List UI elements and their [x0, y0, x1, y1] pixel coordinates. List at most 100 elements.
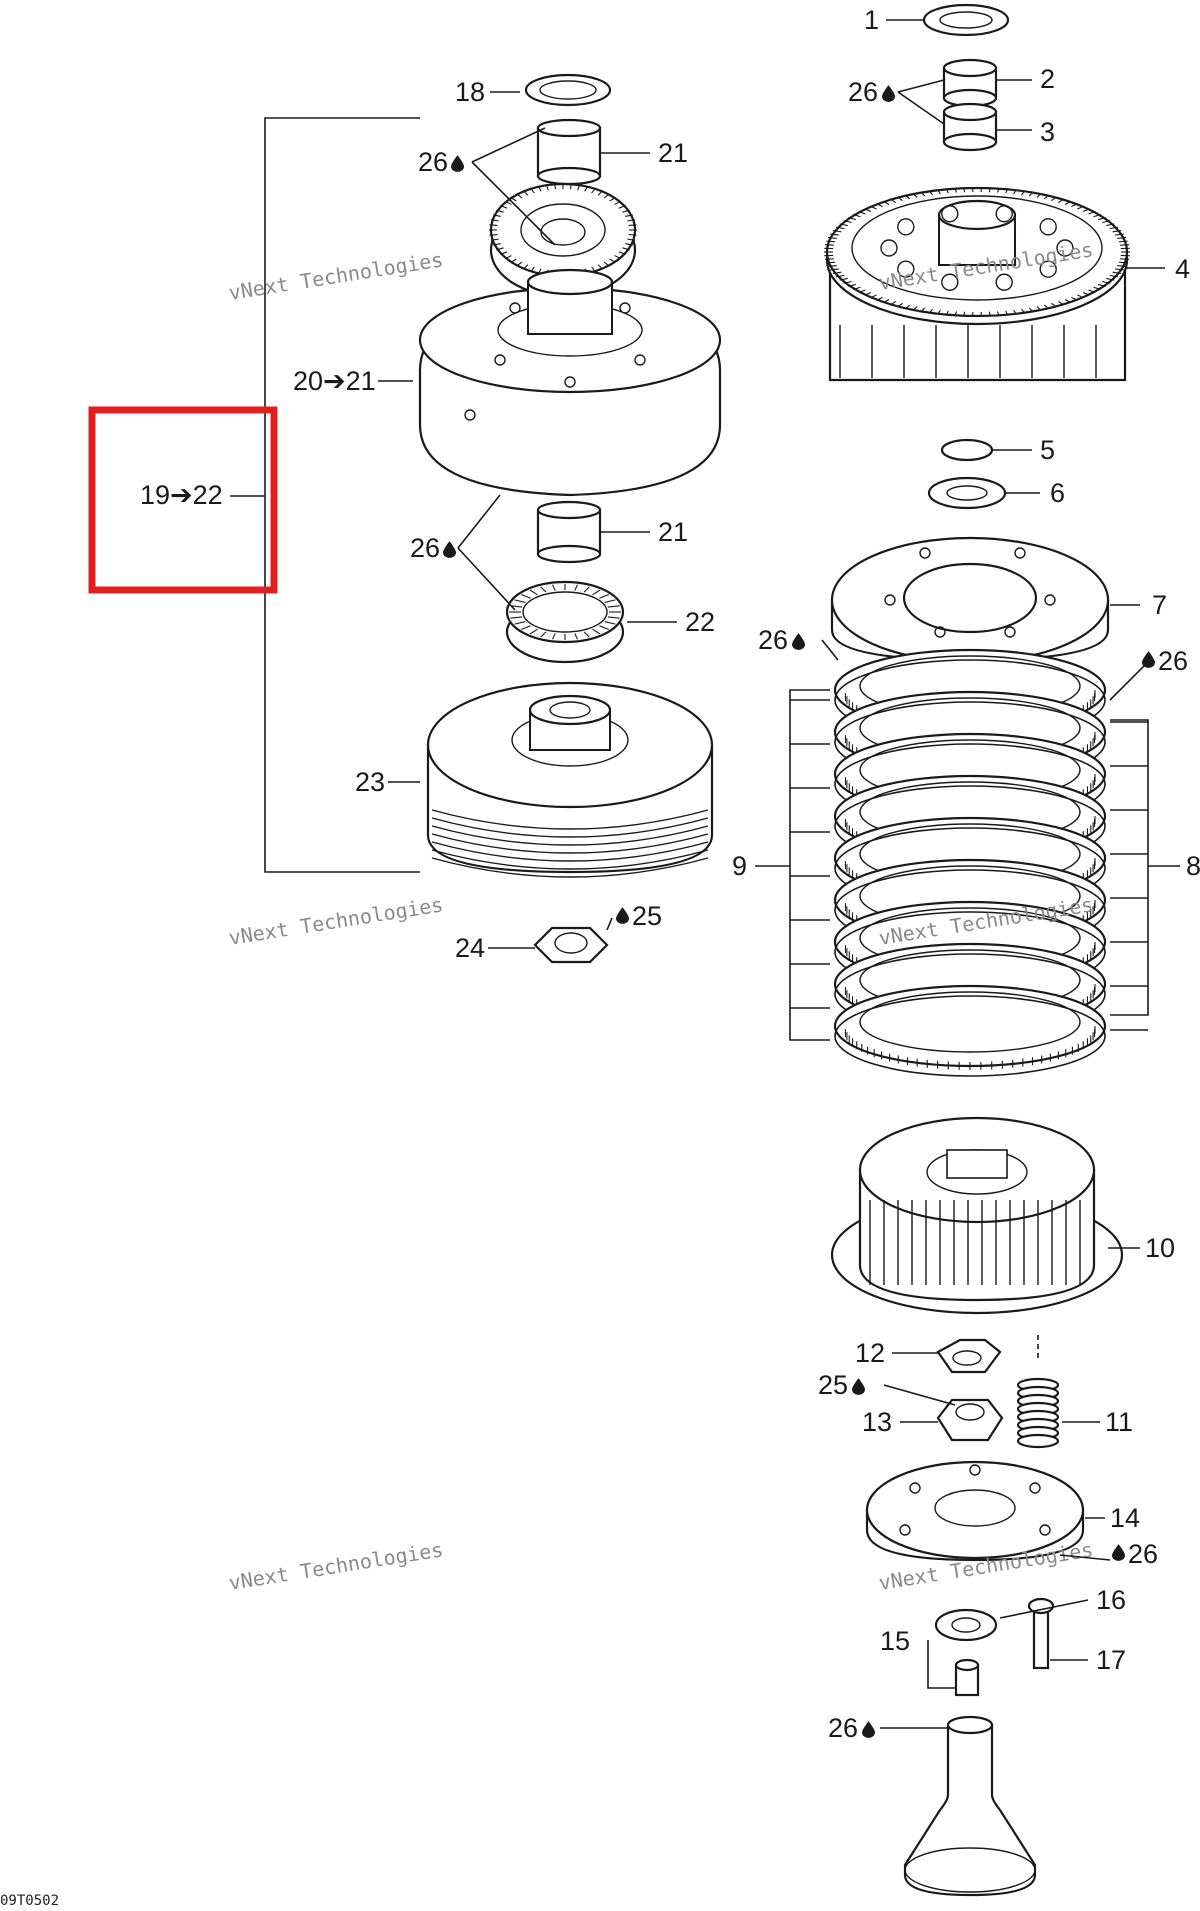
- pushrod-15: [954, 1658, 980, 1697]
- sprag-roller: [529, 628, 538, 635]
- gear-tooth: [493, 214, 501, 217]
- callout-2: 2: [1040, 64, 1055, 94]
- basket-hole: [880, 239, 898, 257]
- gear-tooth: [876, 203, 883, 208]
- pressure-plate-7: [830, 536, 1110, 664]
- gear-tooth: [897, 302, 903, 308]
- highlight-group-19-22[interactable]: 19➔22: [88, 406, 278, 594]
- gear-tooth: [1102, 220, 1111, 224]
- gear-tooth: [1021, 308, 1025, 313]
- clutch-hub-23: [426, 681, 714, 878]
- clutch-disc-stack: [833, 648, 1107, 1078]
- gear-tooth: [614, 255, 622, 260]
- gear-tooth: [614, 200, 622, 205]
- gear-tooth: [1112, 271, 1122, 274]
- sprag-roller: [592, 589, 601, 596]
- gear-tooth: [1005, 310, 1008, 315]
- gear-tooth: [988, 311, 991, 316]
- thrust-washer-1: [922, 3, 1010, 37]
- gear-tooth: [848, 217, 857, 221]
- gear-tooth: [1118, 240, 1128, 243]
- basket-hole: [1056, 239, 1074, 257]
- sprag-roller: [604, 599, 616, 603]
- sprag-clutch-22: [505, 580, 625, 664]
- gear-tooth: [618, 205, 626, 209]
- sprag-roller: [510, 616, 523, 619]
- oil-drop-icon: [1142, 651, 1155, 668]
- callout-4: 4: [1175, 254, 1190, 284]
- callout-labels: 1 2 3 4 5 6 7 8 9 10 11 12 13 14 15 16 1…: [293, 5, 1200, 1743]
- callout-8: 8: [1186, 851, 1200, 881]
- gear-tooth: [627, 219, 636, 222]
- callout-26-a: 26: [418, 147, 448, 177]
- needle-bearing-2: [942, 58, 998, 108]
- gear-tooth: [1013, 190, 1017, 195]
- gear-tooth: [1064, 201, 1071, 205]
- gear-tooth: [1036, 193, 1041, 198]
- callout-11: 11: [1105, 1407, 1133, 1437]
- gear-tooth: [1005, 189, 1008, 194]
- gear-tooth: [622, 247, 630, 251]
- sprag-roller: [514, 621, 526, 625]
- gear-tooth: [1077, 294, 1084, 299]
- gear-tooth: [870, 294, 877, 299]
- gear-tooth: [1051, 196, 1057, 202]
- gear-tooth: [921, 307, 926, 312]
- friction-groove: [431, 841, 709, 862]
- sprag-roller: [552, 584, 556, 591]
- basket-hole: [897, 260, 915, 278]
- gear-tooth: [554, 184, 557, 190]
- gear-tooth: [835, 274, 845, 278]
- gear-tooth: [493, 243, 501, 246]
- gear-tooth: [546, 184, 549, 191]
- sprag-roller: [574, 633, 578, 640]
- lock-washer-12: [936, 1338, 1002, 1374]
- gear-tooth: [996, 311, 1000, 316]
- gear-tooth: [897, 196, 903, 202]
- gear-tooth: [1043, 304, 1049, 309]
- spring-plate-14: [865, 1460, 1085, 1562]
- basket-hole: [897, 218, 915, 236]
- callout-14: 14: [1110, 1503, 1140, 1533]
- gear-tooth: [858, 211, 866, 215]
- gear-tooth: [591, 266, 596, 272]
- gear-tooth: [864, 292, 872, 296]
- gear-tooth: [584, 186, 588, 192]
- gear-tooth: [625, 214, 633, 217]
- friction-disc: [833, 984, 1107, 1078]
- sprag-roller: [521, 625, 531, 630]
- gear-tooth: [1028, 307, 1033, 312]
- gear-tooth: [1109, 274, 1119, 278]
- sprag-roller: [607, 605, 620, 608]
- gear-tooth: [996, 188, 1000, 193]
- friction-groove: [431, 817, 709, 838]
- gear-tooth: [1117, 237, 1127, 239]
- gear-tooth: [1082, 208, 1090, 212]
- svg-text:vNext Technologies: vNext Technologies: [227, 247, 445, 305]
- gear-tooth: [510, 197, 517, 202]
- callout-26-f: 26: [1128, 1539, 1158, 1569]
- gear-tooth: [963, 311, 966, 316]
- gear-tooth: [597, 264, 603, 270]
- gear-tooth: [1097, 283, 1106, 287]
- gear-tooth: [1057, 198, 1064, 203]
- callout-25-right: 25: [818, 1370, 848, 1400]
- sprag-roller: [529, 589, 538, 596]
- leader-lines: [378, 19, 1180, 1729]
- gear-tooth: [913, 193, 918, 198]
- bolt-17: [1027, 1597, 1055, 1670]
- gear-tooth: [827, 237, 837, 239]
- gear-tooth: [853, 214, 861, 218]
- gear-tooth: [489, 224, 498, 226]
- gear-tooth: [1115, 268, 1124, 271]
- gear-tooth: [591, 188, 596, 194]
- gear-tooth: [843, 280, 852, 284]
- gear-tooth: [1115, 233, 1124, 236]
- gear-tooth: [1057, 301, 1064, 306]
- gear-tooth: [1093, 214, 1101, 218]
- gear-tooth: [500, 205, 508, 209]
- callout-9: 9: [732, 851, 747, 881]
- callout-24: 24: [455, 933, 485, 963]
- clutch-housing-20: [418, 268, 722, 497]
- sprag-roller: [540, 586, 547, 593]
